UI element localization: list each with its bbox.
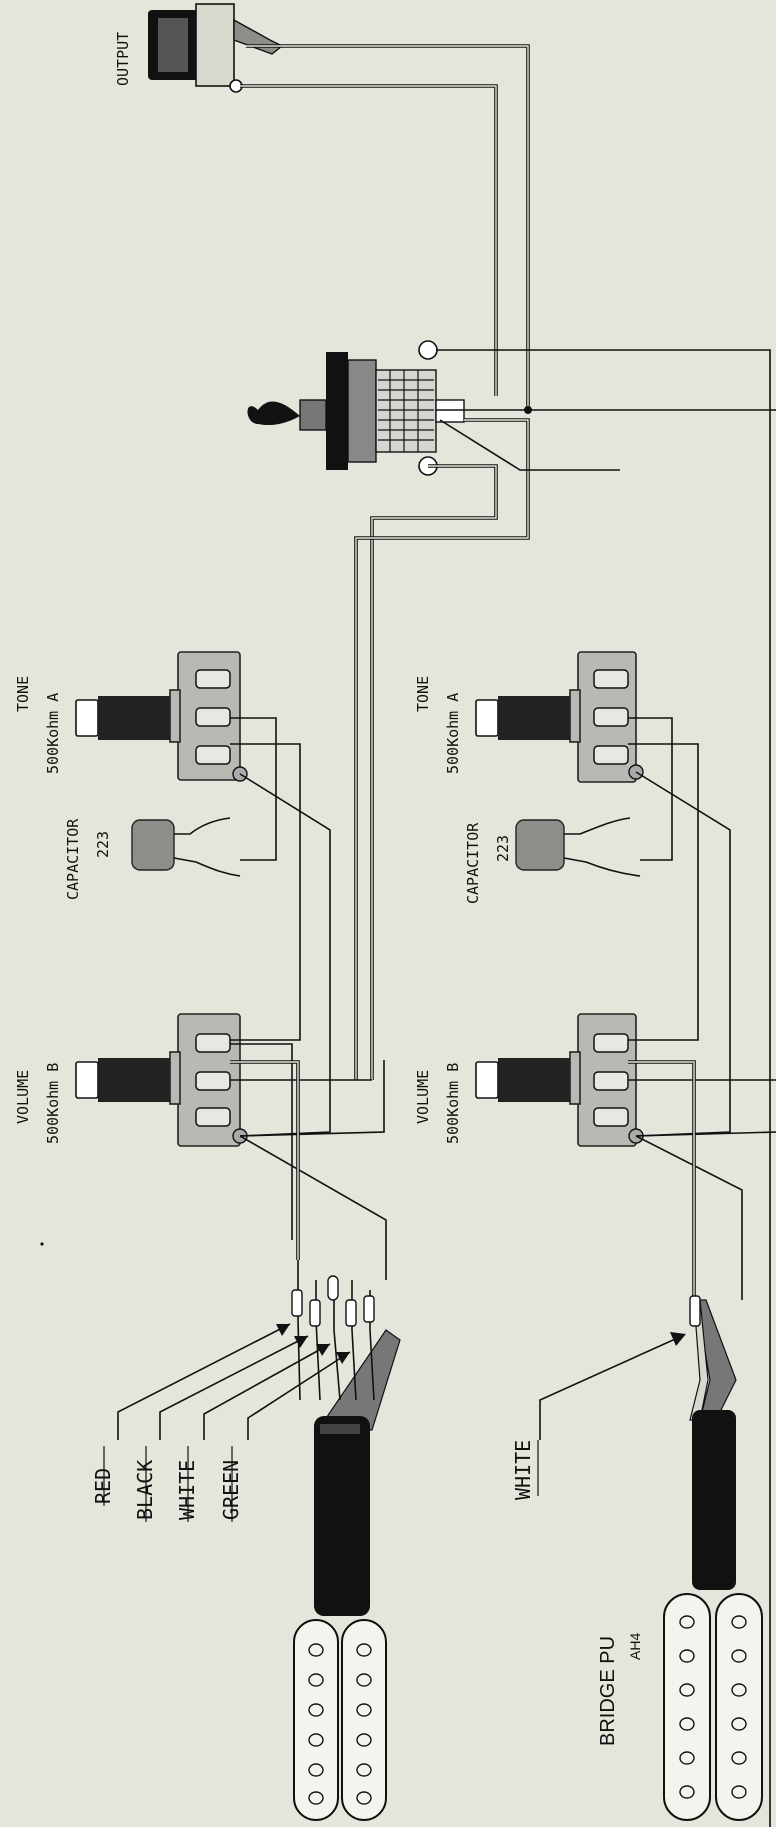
neck-capacitor-label: CAPACITOR (64, 818, 82, 900)
bridge-volume-value: 500Kohm B (444, 1063, 462, 1144)
bridge-tone-label: TONE (414, 676, 432, 712)
bridge-pickup-leads (539, 1295, 737, 1590)
neck-pickup (293, 1619, 387, 1821)
bridge-pickup-label: BRIDGE PU (597, 1636, 619, 1746)
neck-volume-pot (75, 1013, 248, 1147)
bridge-tone-value: 500Kohm A (444, 693, 462, 774)
pickup-selector-switch (247, 340, 465, 476)
bridge-volume-label: VOLUME (414, 1070, 432, 1124)
circuit-wires (230, 44, 776, 1827)
bridge-capacitor-value: 223 (494, 835, 512, 862)
bridge-tone-pot (475, 651, 644, 783)
neck-tone-value: 500Kohm A (44, 693, 62, 774)
neck-wire-red-label: RED (91, 1468, 115, 1504)
bridge-volume-pot (475, 1013, 644, 1147)
neck-pickup-leads (117, 1260, 401, 1616)
bridge-wire-white-label: WHITE (511, 1440, 535, 1500)
neck-wire-green-label: GREEN (219, 1460, 243, 1520)
bridge-pickup (663, 1593, 763, 1821)
neck-capacitor (131, 817, 241, 877)
neck-tone-label: TONE (14, 676, 32, 712)
bridge-capacitor (515, 817, 641, 877)
neck-tone-pot (75, 651, 248, 782)
bridge-pickup-model: AH4 (627, 1633, 643, 1660)
neck-volume-value: 500Kohm B (44, 1063, 62, 1144)
neck-wire-black-label: BLACK (133, 1460, 157, 1520)
neck-volume-label: VOLUME (14, 1070, 32, 1124)
neck-capacitor-value: 223 (94, 831, 112, 858)
bridge-capacitor-label: CAPACITOR (464, 822, 482, 904)
output-jack (148, 3, 284, 93)
neck-wire-white-label: WHITE (175, 1460, 199, 1520)
output-label: OUTPUT (114, 32, 132, 86)
